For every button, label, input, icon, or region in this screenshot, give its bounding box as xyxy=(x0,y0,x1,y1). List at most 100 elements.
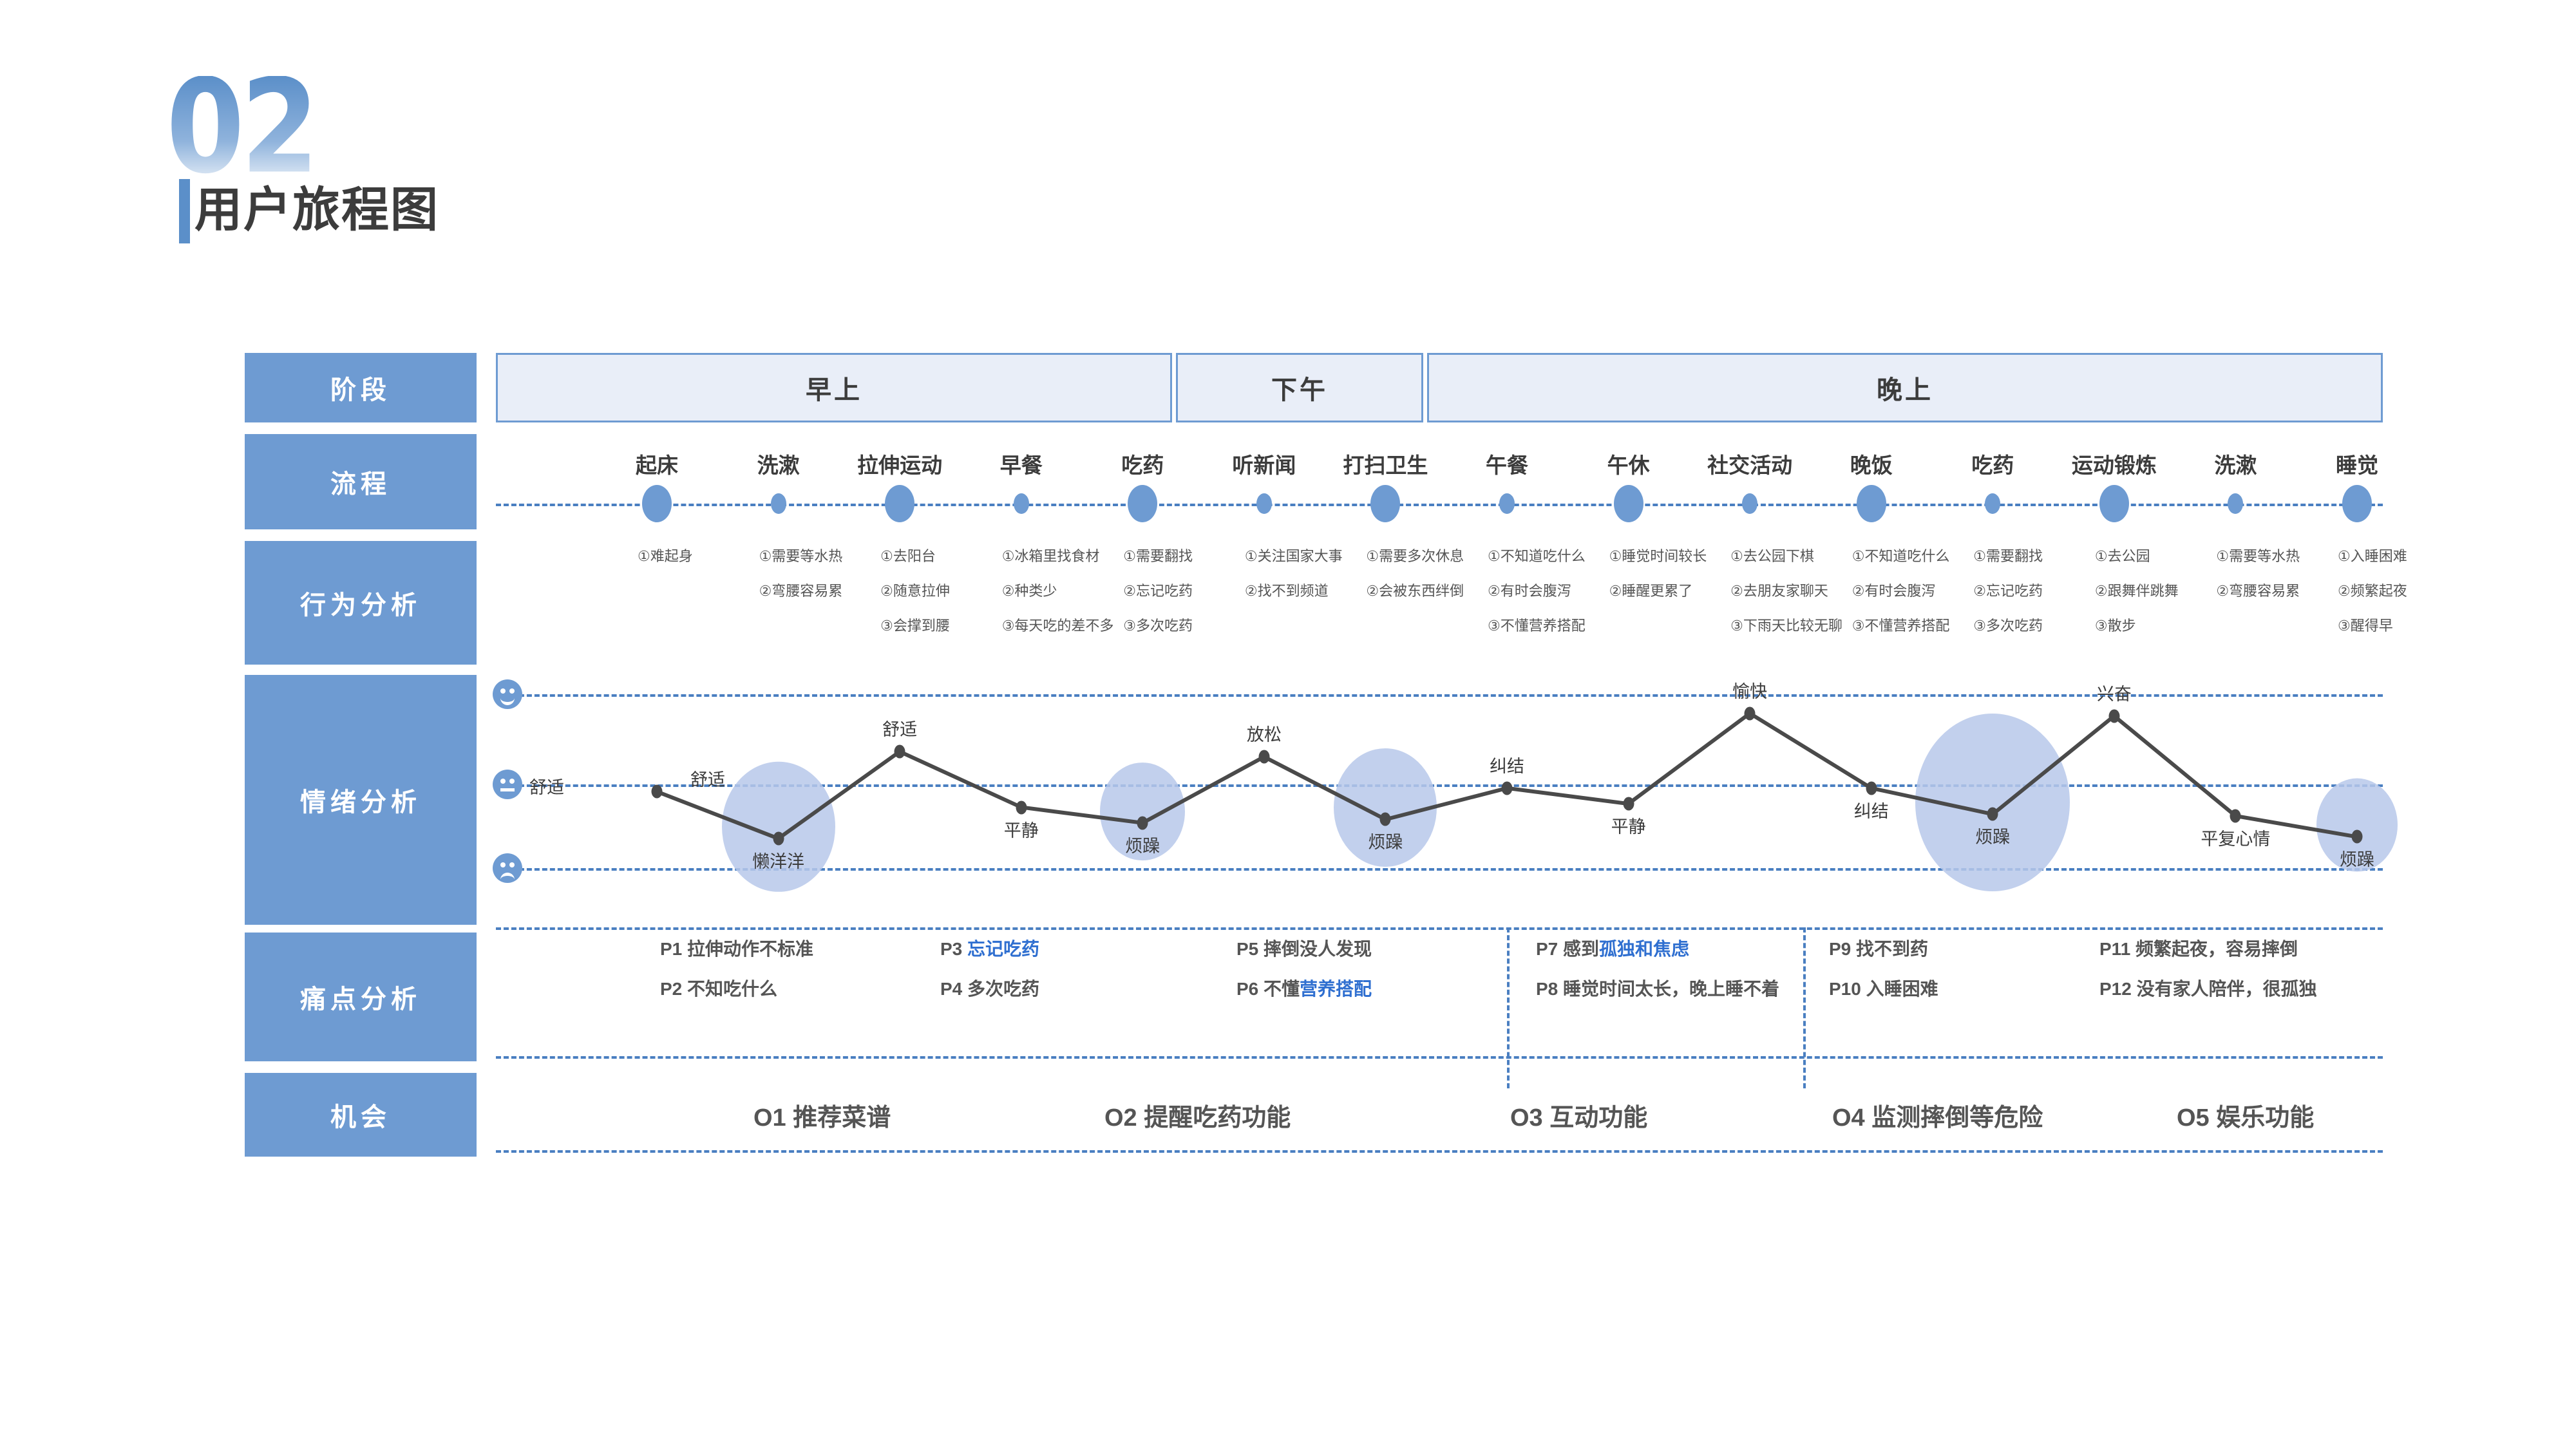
flow-step-dot-5[interactable] xyxy=(1128,485,1158,522)
emotion-point-2[interactable] xyxy=(773,831,784,846)
pain-column-1: P1 拉伸动作不标准 P2 不知吃什么 xyxy=(660,938,813,1018)
emotion-point-label-7: 烦躁 xyxy=(1368,833,1403,853)
emotion-point-12[interactable] xyxy=(1987,807,1998,821)
emotion-gridline-1 xyxy=(496,694,2383,697)
opportunity-5: O5 娱乐功能 xyxy=(2177,1104,2315,1132)
pain-separator-1 xyxy=(1507,927,1510,1088)
flow-step-dot-8[interactable] xyxy=(1499,493,1515,514)
emotion-axis-label-2: 舒适 xyxy=(529,778,564,797)
behavior-item: ①去阳台 xyxy=(880,548,936,564)
emotion-point-label-5: 烦躁 xyxy=(1125,836,1160,856)
flow-step-label-7: 打扫卫生 xyxy=(1343,453,1428,477)
emotion-point-4[interactable] xyxy=(1016,800,1027,814)
stage-header-1: 早上 xyxy=(496,353,1172,422)
emotion-highlight-5 xyxy=(2316,778,2398,872)
face-mouth xyxy=(500,873,515,883)
behavior-item: ②忘记吃药 xyxy=(1973,583,2043,599)
emotion-point-label-4: 平静 xyxy=(1003,820,1039,840)
emotion-point-label-12: 烦躁 xyxy=(1975,828,2011,848)
flow-step-dot-12[interactable] xyxy=(1985,493,2001,514)
flow-step-dot-14[interactable] xyxy=(2228,493,2244,514)
emotion-point-label-14: 平复心情 xyxy=(2201,829,2271,849)
face-eye xyxy=(500,688,506,694)
pain-item: P10 入睡困难 xyxy=(1829,979,1938,999)
happy-face-icon xyxy=(493,679,522,709)
pain-item: P2 不知吃什么 xyxy=(660,979,778,999)
emotion-point-6[interactable] xyxy=(1258,750,1270,764)
behavior-item: ③不懂营养搭配 xyxy=(1852,618,1950,634)
behavior-item: ①去公园下棋 xyxy=(1730,548,1814,564)
behavior-item: ③每天吃的差不多 xyxy=(1001,618,1114,634)
emotion-point-13[interactable] xyxy=(2108,709,2120,723)
emotion-point-8[interactable] xyxy=(1501,781,1513,795)
emotion-highlight-2 xyxy=(1100,762,1186,860)
flow-step-dot-7[interactable] xyxy=(1370,485,1401,522)
flow-step-label-6: 听新闻 xyxy=(1232,453,1296,477)
face-eye xyxy=(509,862,515,867)
behavior-item: ②有时会腹泻 xyxy=(1488,583,1571,599)
behavior-item: ③醒得早 xyxy=(2338,618,2393,634)
emotion-point-14[interactable] xyxy=(2230,809,2241,823)
behavior-item: ③下雨天比较无聊 xyxy=(1730,618,1842,634)
flow-step-label-8: 午餐 xyxy=(1486,453,1528,477)
pain-column-5: P9 找不到药 P10 入睡困难 xyxy=(1829,938,1938,1018)
behavior-item: ①冰箱里找食材 xyxy=(1001,548,1100,564)
emotion-point-9[interactable] xyxy=(1623,797,1634,811)
emotion-point-10[interactable] xyxy=(1744,706,1756,721)
flow-step-dot-11[interactable] xyxy=(1856,485,1886,522)
flow-step-dot-4[interactable] xyxy=(1013,493,1029,514)
behavior-item: ③不懂营养搭配 xyxy=(1488,618,1586,634)
sad-face-icon xyxy=(493,853,522,883)
behavior-column-2: ①需要等水热 ②弯腰容易累 xyxy=(759,547,843,617)
pain-item: P1 拉伸动作不标准 xyxy=(660,939,814,959)
emotion-point-label-8: 纠结 xyxy=(1490,756,1524,776)
opportunity-2: O2 提醒吃药功能 xyxy=(1104,1104,1291,1132)
behavior-column-14: ①需要等水热 ②弯腰容易累 xyxy=(2216,547,2300,617)
flow-step-dot-9[interactable] xyxy=(1613,485,1643,522)
row-label-behavior: 行为分析 xyxy=(245,541,477,665)
pain-item: P4 多次吃药 xyxy=(940,979,1040,999)
flow-step-label-5: 吃药 xyxy=(1121,453,1164,477)
behavior-item: ②随意拉伸 xyxy=(880,583,950,599)
pain-item: P12 没有家人陪伴，很孤独 xyxy=(2099,979,2317,999)
behavior-item: ②弯腰容易累 xyxy=(2216,583,2300,599)
flow-step-label-4: 早餐 xyxy=(999,453,1043,477)
pain-boundary-1 xyxy=(496,927,2383,930)
stage-header-2: 下午 xyxy=(1176,353,1423,422)
behavior-item: ①需要等水热 xyxy=(759,548,843,564)
emotion-point-11[interactable] xyxy=(1866,781,1877,795)
behavior-item: ②弯腰容易累 xyxy=(759,583,843,599)
behavior-item: ①需要等水热 xyxy=(2216,548,2300,564)
emotion-point-label-10: 愉快 xyxy=(1732,681,1768,701)
emotion-point-1[interactable] xyxy=(651,784,663,799)
behavior-item: ①睡觉时间较长 xyxy=(1609,548,1707,564)
pain-item: P9 找不到药 xyxy=(1829,939,1929,959)
flow-step-dot-15[interactable] xyxy=(2342,485,2372,522)
flow-step-dot-13[interactable] xyxy=(2099,485,2129,522)
emotion-point-3[interactable] xyxy=(894,744,905,759)
flow-step-dot-10[interactable] xyxy=(1742,493,1758,514)
flow-step-dot-6[interactable] xyxy=(1256,493,1272,514)
behavior-item: ①关注国家大事 xyxy=(1244,548,1343,564)
face-eye xyxy=(509,688,515,694)
opportunity-boundary xyxy=(496,1150,2383,1153)
pain-item: P5 摔倒没人发现 xyxy=(1236,939,1372,959)
flow-step-dot-1[interactable] xyxy=(642,485,672,522)
emotion-point-label-11: 纠结 xyxy=(1853,801,1889,821)
flow-step-dot-2[interactable] xyxy=(770,493,786,514)
behavior-item: ③多次吃药 xyxy=(1123,618,1193,634)
behavior-item: ①需要翻找 xyxy=(1123,548,1193,564)
emotion-point-15[interactable] xyxy=(2351,829,2363,844)
flow-step-dot-3[interactable] xyxy=(885,485,915,522)
stage-header-3: 晚上 xyxy=(1427,353,2383,422)
emotion-point-7[interactable] xyxy=(1379,812,1391,826)
behavior-item: ③会撑到腰 xyxy=(880,618,950,634)
emotion-point-5[interactable] xyxy=(1137,816,1148,830)
behavior-item: ③多次吃药 xyxy=(1973,618,2043,634)
pain-item: P7 感到孤独和焦虑 xyxy=(1536,939,1690,959)
emotion-point-label-15: 烦躁 xyxy=(2340,850,2374,870)
